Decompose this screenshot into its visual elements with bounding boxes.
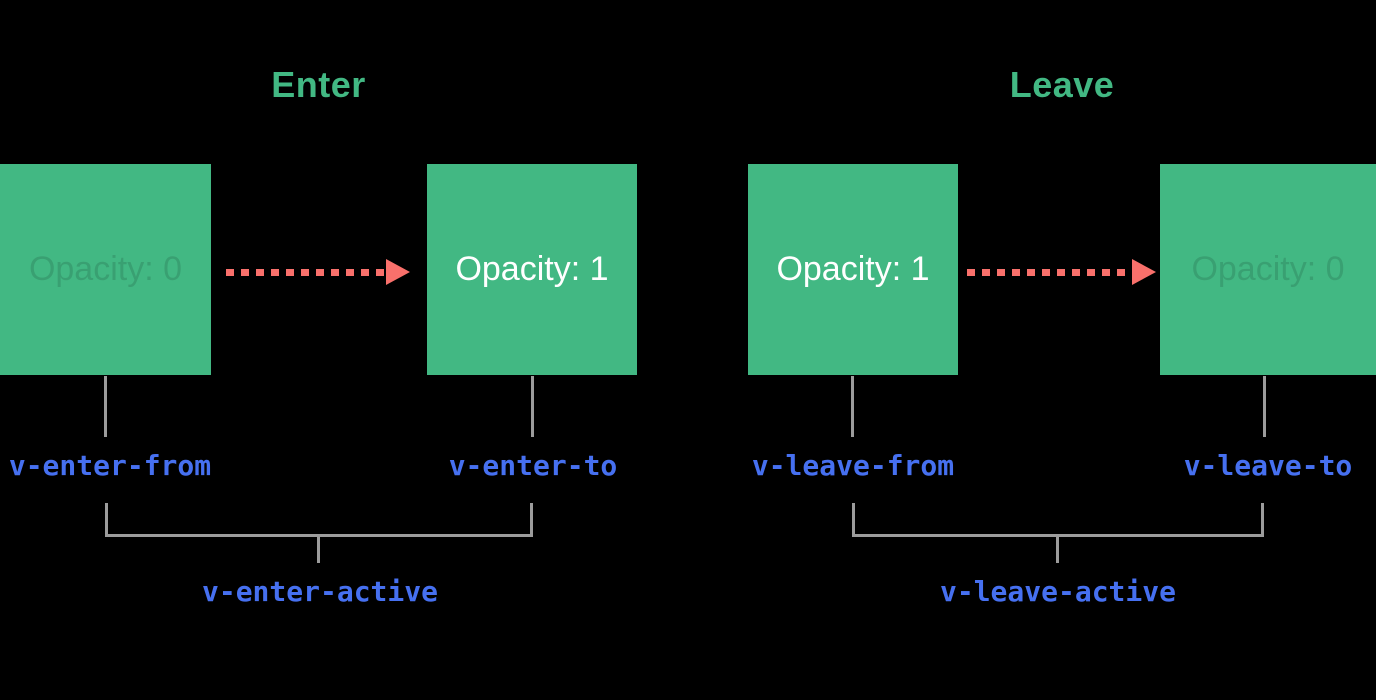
enter-phase-title: Enter: [271, 64, 366, 105]
enter-from-class-label: v-enter-from: [8, 449, 212, 482]
enter-to-state-box: Opacity: 1: [427, 164, 637, 375]
leave-active-bracket: [852, 503, 1264, 537]
leave-from-opacity-value: Opacity: 1: [776, 250, 930, 288]
enter-active-class-label: v-enter-active: [201, 575, 438, 608]
leave-to-opacity-value: Opacity: 0: [1191, 250, 1345, 288]
enter-from-state-box: Opacity: 0: [0, 164, 211, 375]
enter-to-connector-line: [531, 376, 534, 437]
leave-active-class-label: v-leave-active: [939, 575, 1176, 608]
leave-to-state-box: Opacity: 0: [1160, 164, 1376, 375]
enter-active-bracket: [105, 503, 533, 537]
leave-from-state-box: Opacity: 1: [748, 164, 958, 375]
dashed-line-icon: [967, 269, 1134, 276]
enter-from-connector-line: [104, 376, 107, 437]
arrowhead-right-icon: [1132, 259, 1156, 285]
enter-from-opacity-value: Opacity: 0: [28, 250, 183, 288]
arrowhead-right-icon: [386, 259, 410, 285]
leave-transition-arrow-icon: [967, 259, 1156, 285]
enter-to-opacity-value: Opacity: 1: [455, 250, 609, 288]
leave-active-stem-line: [1056, 537, 1059, 563]
enter-active-stem-line: [317, 537, 320, 563]
leave-phase-title: Leave: [1009, 64, 1115, 105]
leave-to-connector-line: [1263, 376, 1266, 437]
enter-to-class-label: v-enter-to: [448, 449, 618, 482]
dashed-line-icon: [226, 269, 388, 276]
leave-from-connector-line: [851, 376, 854, 437]
enter-transition-arrow-icon: [226, 259, 410, 285]
leave-to-class-label: v-leave-to: [1183, 449, 1353, 482]
leave-from-class-label: v-leave-from: [751, 449, 955, 482]
